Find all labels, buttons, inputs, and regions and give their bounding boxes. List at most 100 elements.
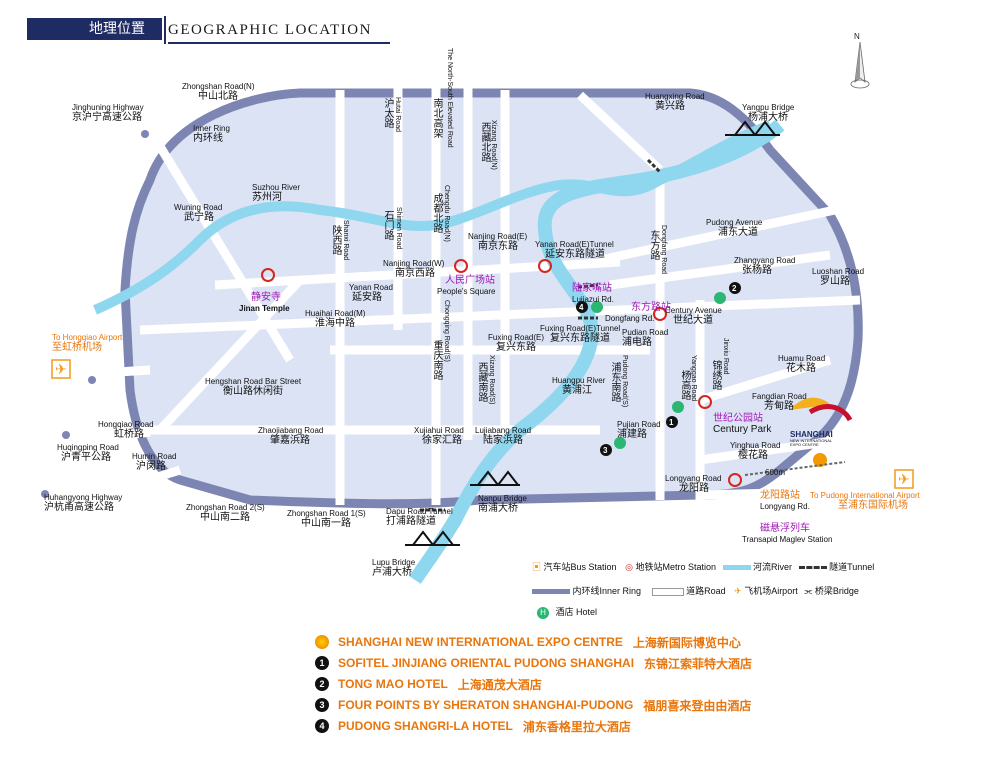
hotel-item-1: 1 SOFITEL JINJIANG ORIENTAL PUDONG SHANG… (315, 653, 752, 673)
hotel-list: SHANGHAI NEW INTERNATIONAL EXPO CENTRE 上… (315, 632, 752, 737)
hotel-icon: H (537, 607, 549, 619)
expo-centre-icon (315, 635, 329, 649)
label-xizang-s-en: Xizang Road(S) (488, 355, 495, 405)
hotel-number-badge: 2 (315, 677, 329, 691)
hotel-numbers (576, 282, 741, 456)
airport-icons: ✈ ✈ (51, 359, 914, 489)
label-fuxing-e: Fuxing Road(E)复兴东路 (488, 333, 545, 353)
label-hutai-en: Hutai Road (394, 97, 401, 133)
bridge-icon: ⫘ (804, 586, 813, 596)
road-swatch (651, 587, 684, 596)
label-nanjing-w: Nanjing Road(W)南京西路 (383, 259, 445, 279)
label-shimen-en: Shimen Road (395, 207, 402, 250)
label-nanjing-e: Nanjing Road(E)南京东路 (468, 232, 528, 252)
hotel-item-2: 2 TONG MAO HOTEL 上海通茂大酒店 (315, 674, 752, 694)
label-zhongshan-s1: Zhongshan Road 1(S)中山南一路 (287, 509, 366, 529)
legend-row-1: ▣ 汽车站Bus Station ◎ 地铁站Metro Station 河流Ri… (532, 560, 874, 573)
header-title-zh: 地理位置 (27, 18, 162, 40)
label-north-south-en: The North-South Elevated Road (446, 48, 453, 148)
hotel-number-badge: 1 (315, 656, 329, 670)
header-title-en: GEOGRAPHIC LOCATION (168, 22, 372, 38)
hotel-icons (591, 292, 726, 449)
bridge-icons (405, 120, 780, 546)
hotel-number-badge: 4 (315, 719, 329, 733)
huangpu-river (409, 119, 785, 584)
legend-river: 河流River (753, 562, 793, 572)
tunnel-swatch (798, 566, 827, 570)
label-zhongshan-s2: Zhongshan Road 2(S)中山南二路 (186, 503, 265, 523)
bus-icon: ▣ (532, 562, 542, 572)
legend-bus: 汽车站Bus Station (543, 562, 617, 572)
legend-hotel: 酒店 Hotel (555, 607, 598, 617)
label-huaihai: Huaihai Road(M)淮海中路 (305, 309, 366, 329)
label-north-south-zh: 南北高架 (431, 98, 442, 138)
svg-text:✈: ✈ (55, 361, 67, 377)
label-jinxiu-zh: 锦绣路 (710, 360, 721, 390)
legend-tunnel: 隧道Tunnel (829, 562, 875, 572)
legend-road: 道路Road (686, 586, 726, 596)
hotel-name-zh: 东锦江索菲特大酒店 (644, 656, 753, 671)
hotel-item-3: 3 FOUR POINTS BY SHERATON SHANGHAI-PUDON… (315, 695, 752, 715)
legend-metro: 地铁站Metro Station (635, 562, 716, 572)
hotel-name-en: FOUR POINTS BY SHERATON SHANGHAI-PUDONG (338, 698, 634, 712)
svg-text:2: 2 (732, 284, 737, 293)
metro-icons (261, 259, 742, 487)
hotel-name-en: SOFITEL JINJIANG ORIENTAL PUDONG SHANGHA… (338, 656, 635, 670)
hotel-name-zh: 上海新国际博览中心 (632, 635, 741, 650)
legend-airport: 飞机场Airport (744, 586, 798, 596)
compass-north-label: N (854, 32, 860, 41)
metro-icon: ◎ (625, 562, 633, 572)
label-chengdu-en: Chengdu Road(N) (443, 185, 450, 242)
expo-marker (813, 453, 827, 467)
river-swatch (722, 565, 751, 571)
svg-text:1: 1 (669, 418, 674, 427)
label-yanggao-en: Yanggao Road (690, 355, 697, 402)
compass-icon: N (840, 32, 880, 98)
label-distance: 600m (765, 468, 786, 477)
hotel-item-expo: SHANGHAI NEW INTERNATIONAL EXPO CENTRE 上… (315, 632, 752, 652)
hotel-name-zh: 上海通茂大酒店 (457, 677, 542, 692)
legend-bridge: 桥梁Bridge (814, 586, 859, 596)
hotel-item-4: 4 PUDONG SHANGRI-LA HOTEL 浦东香格里拉大酒店 (315, 716, 752, 736)
legend-inner-ring: 内环线Inner Ring (572, 586, 642, 596)
label-chengdu-zh: 成都北路 (431, 193, 442, 233)
label-xizang-n-en: Xizang Road(N) (490, 120, 497, 170)
label-shanxi-en: Shanxi Road (342, 220, 349, 261)
header-underline (168, 42, 390, 44)
airport-icon: ✈ (734, 586, 742, 596)
hotel-name-zh: 浦东香格里拉大酒店 (522, 719, 631, 734)
label-xizang-n-zh: 西藏北路 (479, 122, 490, 162)
